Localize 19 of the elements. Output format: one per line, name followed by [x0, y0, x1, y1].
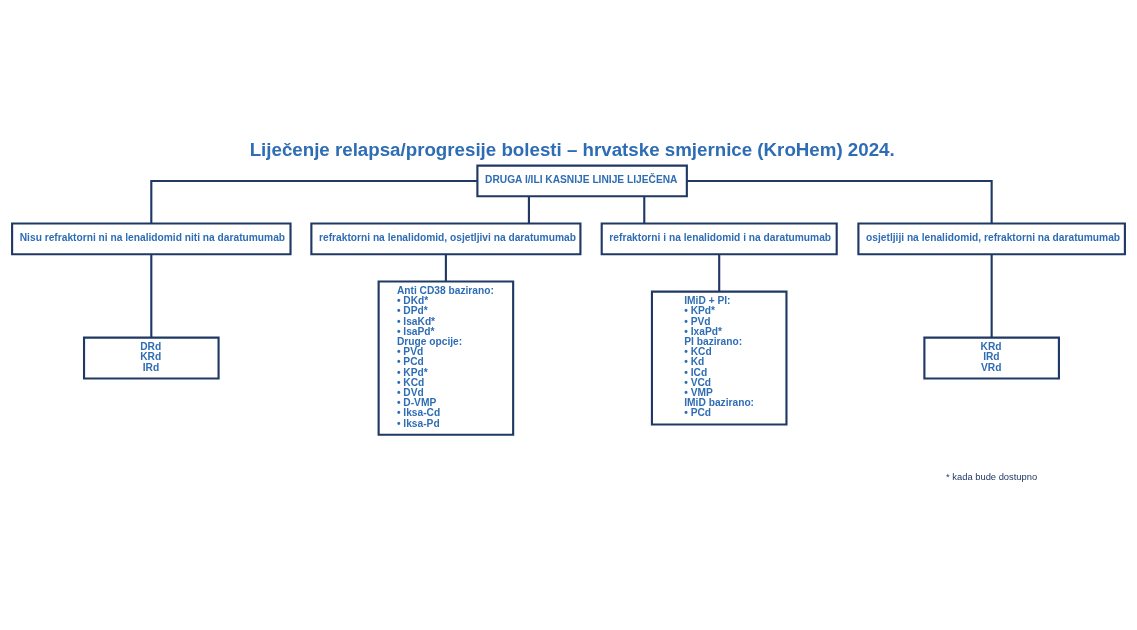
connector — [527, 196, 530, 223]
node-box: refraktorni i na lenalidomid i na daratumumab — [600, 222, 838, 255]
diagram-title: Liječenje relapsa/progresije bolesti – hrvatske smjernice (KroHem) 2024. — [249, 138, 895, 160]
node-box: KRd IRd VRd — [923, 336, 1060, 380]
node-box: DRd KRd IRd — [82, 336, 220, 380]
node-box: osjetljiji na lenalidomid, refraktorni na daratumumab — [857, 222, 1126, 255]
node-box: refraktorni na lenalidomid, osjetljivi na daratumumab — [310, 222, 582, 255]
connector — [643, 196, 646, 223]
connector — [687, 179, 993, 223]
connector — [444, 253, 447, 281]
connector — [150, 179, 478, 223]
node-box: Nisu refraktorni ni na lenalidomid niti na daratumumab — [11, 222, 292, 255]
connector — [150, 253, 153, 338]
node-box: DRUGA I/ILI KASNIJE LINIJE LIJEČENA — [476, 164, 688, 197]
node-box: Anti CD38 bazirano: • DKd* • DPd* • IsaKd* • IsaPd* Druge opcije: • PVd • PCd • KPd* • KCd • DVd • D-VMP • Iksa-Cd • Iksa-Pd — [377, 279, 515, 436]
connector — [990, 253, 993, 338]
label: * kada bude dostupno — [946, 471, 1038, 482]
connector — [718, 253, 721, 291]
node-box: IMiD + PI: • KPd* • PVd • IxaPd* PI bazirano: • KCd • Kd • ICd • VCd • VMP IMiD bazirano: • PCd — [650, 290, 788, 426]
